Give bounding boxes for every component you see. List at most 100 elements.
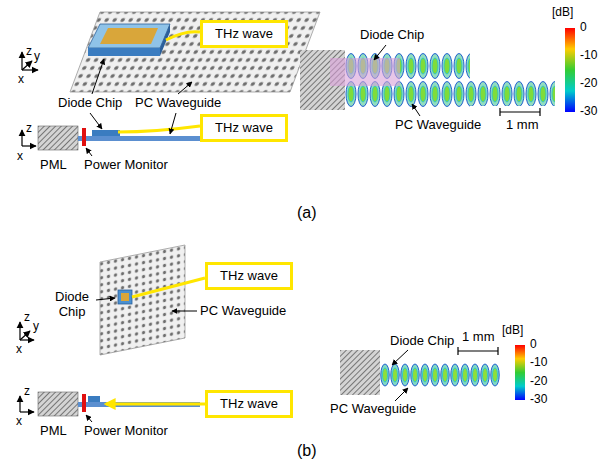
leader-line xyxy=(86,415,92,422)
diode-chip xyxy=(100,28,158,44)
leader-line xyxy=(392,350,408,365)
part-label: PML xyxy=(40,158,67,173)
part-label: PC Waveguide xyxy=(330,402,416,417)
callout-text: THz wave xyxy=(215,27,273,42)
axis-label: z xyxy=(24,385,30,399)
leader-line xyxy=(90,113,102,129)
colorbar xyxy=(565,28,575,112)
axes-3d xyxy=(22,69,38,70)
diode-chip xyxy=(88,396,100,402)
leader-line xyxy=(374,45,420,116)
part-label: Diode Chip xyxy=(390,334,454,349)
callout-box: THz wave xyxy=(200,20,288,48)
scale-label: 1 mm xyxy=(462,330,495,345)
pml-region xyxy=(340,350,380,395)
axes-2d xyxy=(22,145,36,146)
axis-label: x xyxy=(16,415,22,429)
part-label: Diode Chip xyxy=(360,28,424,43)
diode-chip xyxy=(118,290,132,304)
scale-bar xyxy=(457,347,458,355)
axis-label: z xyxy=(26,45,32,59)
axis-label: y xyxy=(33,320,39,334)
waveguide-slab xyxy=(78,136,200,141)
callout-text: THz wave xyxy=(220,397,278,412)
diode-chip xyxy=(88,24,170,56)
callout-box: THz wave xyxy=(200,114,288,142)
axes-2d xyxy=(19,396,20,412)
axes-3d xyxy=(20,339,34,340)
axes-3d xyxy=(22,61,32,70)
photonic-crystal-slab xyxy=(70,12,320,92)
leader-line xyxy=(178,82,192,94)
axis-label: z xyxy=(26,122,32,136)
part-label: PC Waveguide xyxy=(200,304,286,319)
part-label: Power Monitor xyxy=(84,158,168,173)
power-monitor xyxy=(82,394,86,412)
field-pattern xyxy=(470,80,555,106)
axes-2d xyxy=(20,396,34,412)
scale-bar xyxy=(497,347,498,355)
leader-line xyxy=(395,388,408,401)
thz-wave-path xyxy=(106,403,205,406)
photonic-crystal-slab xyxy=(100,245,185,355)
part-label: Power Monitor xyxy=(84,424,168,439)
colorbar-tick: -30 xyxy=(530,393,547,407)
callout-box: THz wave xyxy=(205,262,293,290)
callout-text: THz wave xyxy=(220,269,278,284)
part-label: PML xyxy=(40,424,67,439)
field-pattern xyxy=(380,363,500,387)
scale-bar xyxy=(539,108,540,116)
colorbar-tick: -20 xyxy=(530,375,547,389)
colorbar-tick: -10 xyxy=(530,356,547,370)
thz-wave-path xyxy=(166,32,200,40)
colorbar xyxy=(515,345,525,400)
leader-line xyxy=(96,298,115,300)
axis-label: x xyxy=(18,73,24,87)
axis-label: z xyxy=(24,311,30,325)
panel-label: (a) xyxy=(297,204,317,222)
scale-label: 1 mm xyxy=(506,118,539,133)
diode-chip xyxy=(121,293,129,301)
power-monitor xyxy=(82,128,86,146)
leader-line xyxy=(86,148,92,156)
scale-bar xyxy=(500,108,540,116)
colorbar-unit: [dB] xyxy=(502,324,523,338)
axis-label: x xyxy=(16,343,22,357)
scale-bar xyxy=(458,350,498,351)
colorbar-tick: -10 xyxy=(580,49,597,63)
axis-label: y xyxy=(34,50,40,64)
diode-chip xyxy=(92,130,120,136)
leader-line xyxy=(92,59,104,94)
part-label: Diode Chip xyxy=(58,96,122,111)
colorbar-tick: -30 xyxy=(580,105,597,119)
axes-3d xyxy=(20,322,34,340)
leader-line xyxy=(172,311,197,312)
axes-3d xyxy=(20,331,30,340)
axis-label: x xyxy=(17,150,23,164)
axes-3d xyxy=(21,52,22,70)
pml-block xyxy=(38,126,78,150)
part-label: PC Waveguide xyxy=(135,96,221,111)
callout-text: THz wave xyxy=(215,121,273,136)
scale-bar xyxy=(458,347,498,355)
colorbar-tick: 0 xyxy=(580,21,587,35)
diode-chip xyxy=(88,48,160,56)
chip-region xyxy=(330,58,400,86)
pml-block xyxy=(38,392,78,416)
part-label: PC Waveguide xyxy=(395,118,481,133)
axes-3d xyxy=(19,322,20,340)
callout-box: THz wave xyxy=(205,390,293,418)
thz-wave-path xyxy=(118,126,200,132)
scale-bar xyxy=(500,111,540,112)
diode-chip xyxy=(88,24,170,48)
part-label: Diode Chip xyxy=(50,290,94,320)
diode-chip xyxy=(118,290,132,304)
colorbar-tick: -20 xyxy=(580,77,597,91)
leader-line xyxy=(86,298,197,422)
axes-2d xyxy=(21,130,22,146)
panel-label: (b) xyxy=(297,442,317,460)
leader-line xyxy=(392,350,408,401)
